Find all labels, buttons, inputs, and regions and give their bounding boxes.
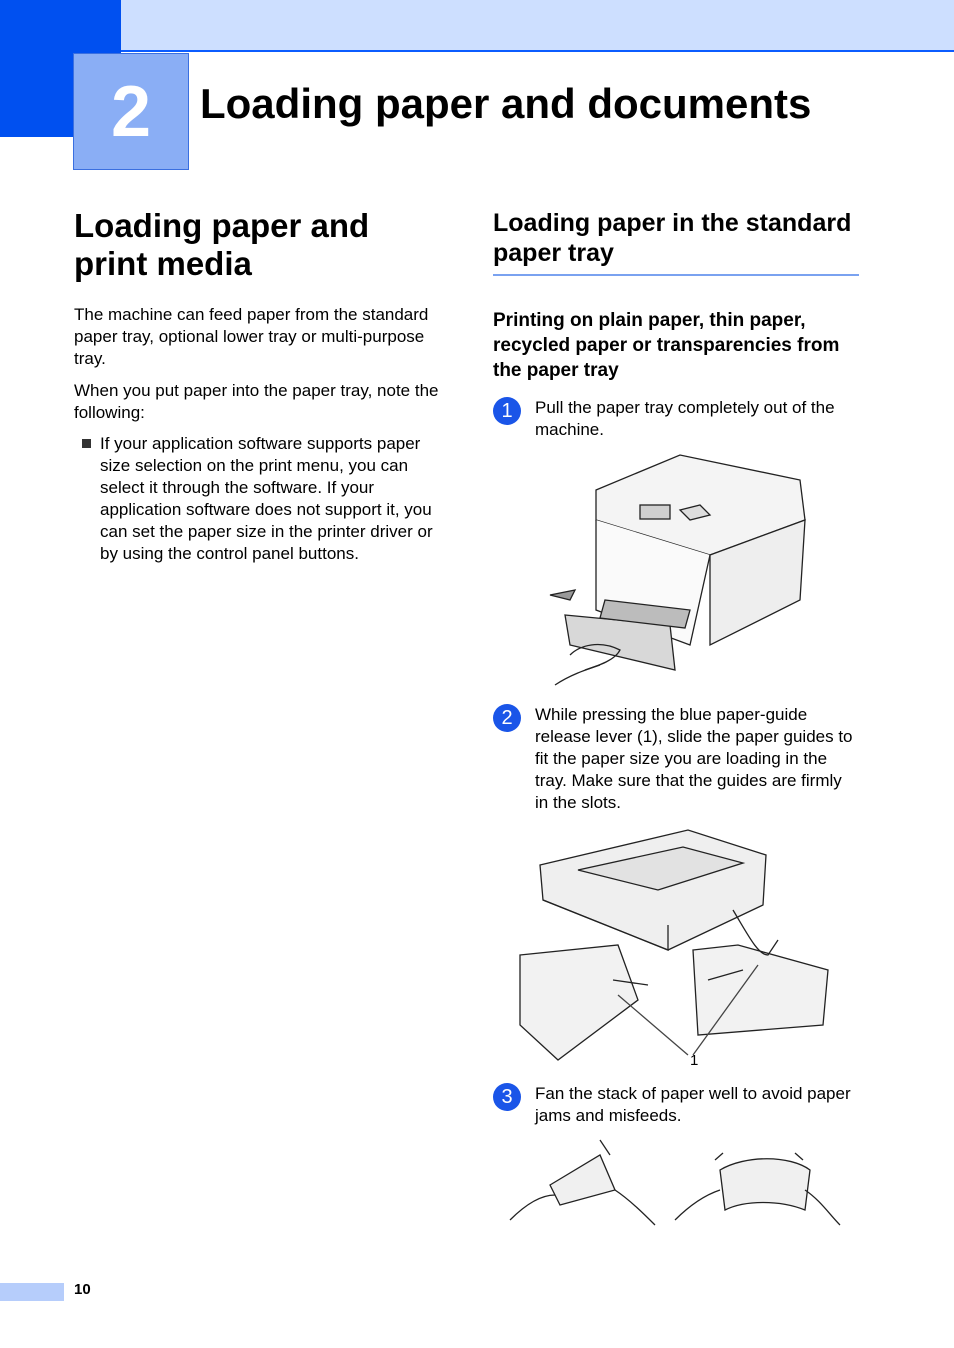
chapter-number-box: 2 — [73, 53, 189, 170]
step-number-1: 1 — [493, 397, 521, 425]
fanning-paper-illustration — [509, 1139, 841, 1226]
intro-paragraph: The machine can feed paper from the stan… — [74, 305, 429, 368]
callout-label: 1 — [690, 1052, 699, 1069]
chapter-title: Loading paper and documents — [200, 80, 812, 127]
bullet-item: If your application software supports pa… — [82, 433, 442, 565]
step-2: 2 While pressing the blue paper-guide re… — [493, 704, 859, 819]
step-number-3: 3 — [493, 1083, 521, 1111]
step-3: 3 Fan the stack of paper well to avoid p… — [493, 1083, 859, 1133]
step-text-2: While pressing the blue paper-guide rele… — [535, 705, 853, 812]
chapter-number: 2 — [110, 71, 152, 152]
note-paragraph: When you put paper into the paper tray, … — [74, 381, 439, 422]
step-text-1: Pull the paper tray completely out of th… — [535, 398, 835, 439]
header-band — [0, 0, 954, 52]
step-number-2: 2 — [493, 704, 521, 732]
section-heading: Loading paper and print media — [74, 207, 370, 282]
paper-tray-guides-illustration — [519, 829, 829, 1061]
step-1: 1 Pull the paper tray completely out of … — [493, 397, 859, 447]
step-text-3: Fan the stack of paper well to avoid pap… — [535, 1084, 851, 1125]
bullet-text: If your application software supports pa… — [100, 434, 433, 563]
bullet-square-icon — [82, 439, 91, 448]
page-number: 10 — [74, 1281, 91, 1298]
machine-tray-illustration — [549, 454, 806, 686]
footer-bar — [0, 1283, 64, 1301]
subsection-heading: Loading paper in the standard paper tray — [493, 208, 859, 276]
procedure-heading: Printing on plain paper, thin paper, rec… — [493, 310, 840, 381]
